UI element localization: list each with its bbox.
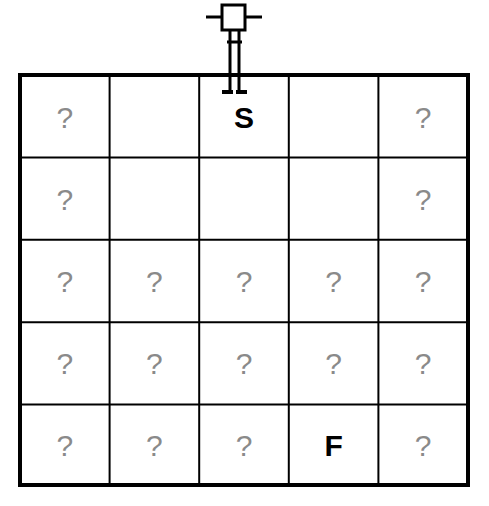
cell-text: ?	[325, 349, 342, 379]
unknown-cell-mark: ?	[380, 243, 466, 321]
cell-text: ?	[56, 185, 73, 215]
unknown-cell-mark: ?	[22, 79, 108, 157]
cell-text: ?	[415, 267, 432, 297]
cell-text: ?	[415, 431, 432, 461]
unknown-cell-mark: ?	[380, 325, 466, 403]
grid-lines	[20, 75, 468, 485]
cell-text: ?	[146, 431, 163, 461]
unknown-cell-mark: ?	[22, 243, 108, 321]
cell-text: ?	[415, 103, 432, 133]
unknown-cell-mark: ?	[380, 407, 466, 485]
cell-text: ?	[56, 431, 73, 461]
cell-text: ?	[236, 267, 253, 297]
unknown-cell-mark: ?	[201, 243, 287, 321]
cell-text: ?	[415, 349, 432, 379]
marker-label: F	[291, 407, 377, 485]
unknown-cell-mark: ?	[380, 79, 466, 157]
cell-text: S	[234, 103, 254, 133]
unknown-cell-mark: ?	[201, 407, 287, 485]
cell-text: ?	[236, 431, 253, 461]
unknown-cell-mark: ?	[22, 161, 108, 239]
cell-text: ?	[415, 185, 432, 215]
cell-text: ?	[146, 267, 163, 297]
unknown-cell-mark: ?	[22, 325, 108, 403]
marker-label: S	[201, 79, 287, 157]
cell-text: ?	[146, 349, 163, 379]
cell-text: ?	[56, 267, 73, 297]
unknown-cell-mark: ?	[112, 325, 198, 403]
unknown-cell-mark: ?	[112, 407, 198, 485]
cell-text: ?	[56, 349, 73, 379]
cell-text: ?	[236, 349, 253, 379]
unknown-cell-mark: ?	[291, 325, 377, 403]
cell-text: ?	[325, 267, 342, 297]
cell-text: F	[324, 431, 342, 461]
unknown-cell-mark: ?	[380, 161, 466, 239]
unknown-cell-mark: ?	[112, 243, 198, 321]
cell-text: ?	[56, 103, 73, 133]
unknown-cell-mark: ?	[201, 325, 287, 403]
unknown-cell-mark: ?	[22, 407, 108, 485]
unknown-cell-mark: ?	[291, 243, 377, 321]
robot-icon	[206, 5, 262, 92]
